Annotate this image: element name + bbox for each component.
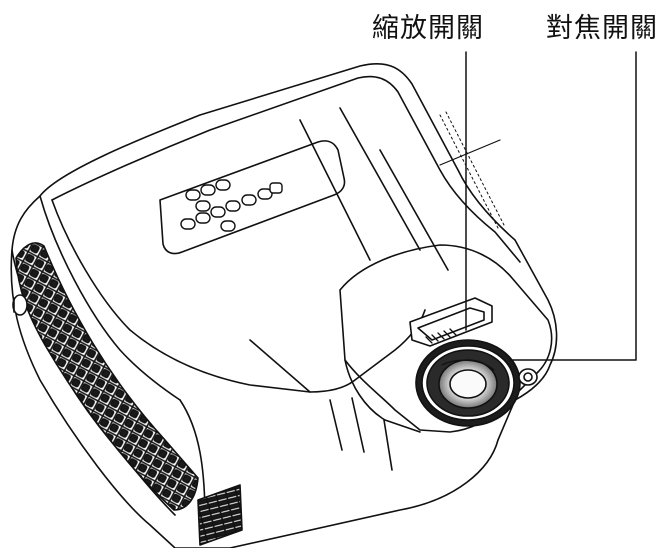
control-buttons bbox=[180, 179, 283, 232]
lens-housing bbox=[339, 244, 553, 433]
side-vent bbox=[15, 242, 199, 511]
control-panel bbox=[159, 140, 346, 255]
rear-foot bbox=[12, 294, 28, 316]
focus-leader-line bbox=[509, 51, 637, 361]
zoom-switch-label: 縮放開關 bbox=[372, 13, 484, 44]
focus-switch-label: 對焦開關 bbox=[546, 13, 658, 44]
front-grille bbox=[197, 484, 243, 546]
projector-body bbox=[10, 62, 558, 548]
top-face bbox=[51, 75, 521, 263]
zoom-ridges bbox=[425, 328, 457, 344]
